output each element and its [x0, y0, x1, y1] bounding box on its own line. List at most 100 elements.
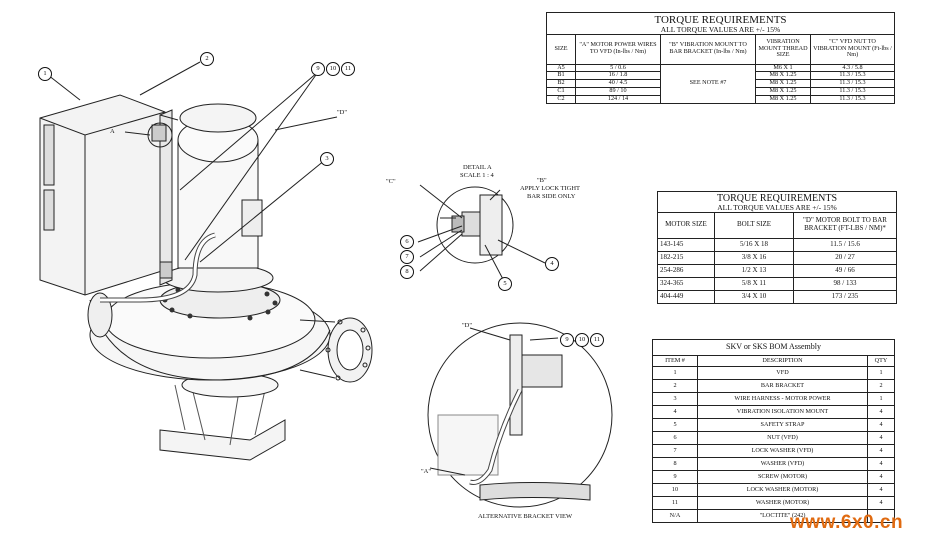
bom-title: SKV or SKS BOM Assembly	[652, 339, 895, 356]
cell: 5/16 X 18	[714, 237, 794, 252]
cell: N/A	[652, 509, 698, 523]
cell: 2	[652, 379, 698, 393]
cell: 3/8 X 16	[714, 250, 794, 265]
cell: WASHER (VFD)	[697, 457, 868, 471]
cell: 4	[867, 470, 895, 484]
torque-table-motor-title: TORQUE REQUIREMENTS	[716, 193, 838, 204]
col-header: "C" VFD NUT TO VIBRATION MOUNT (Ft-lbs /…	[810, 33, 895, 65]
cell-see-note: SEE NOTE #7	[660, 63, 756, 104]
cell: 7	[652, 444, 698, 458]
cell: 182-215	[657, 250, 715, 265]
pump-assembly-drawing	[39, 61, 373, 461]
bom-table: SKV or SKS BOM Assembly ITEM # DESCRIPTI…	[652, 339, 895, 523]
torque-table-motor-subtitle: ALL TORQUE VALUES ARE +/- 15%	[717, 203, 837, 212]
callout-balloon-3: 3	[320, 152, 334, 166]
cell: 20 / 27	[793, 250, 897, 265]
alt-balloon-10: 10	[575, 333, 589, 347]
detail-a-drawing	[417, 184, 546, 284]
detail-b-label: "B"	[537, 177, 547, 184]
cell: 1	[652, 366, 698, 380]
cell: SAFETY STRAP	[697, 418, 868, 432]
cell: 3/4 X 10	[714, 289, 794, 304]
col-header: "D" MOTOR BOLT TO BAR BRACKET (FT-LBS / …	[793, 211, 897, 239]
detail-a-title: DETAIL A	[463, 164, 492, 171]
alt-d-label: "D"	[462, 322, 473, 329]
table-row: C1 89 / 10 M8 X 1.25 11.3 / 15.3	[546, 86, 895, 96]
cell	[867, 509, 895, 523]
torque-table-vfd: TORQUE REQUIREMENTS ALL TORQUE VALUES AR…	[546, 12, 895, 104]
col-header: MOTOR SIZE	[657, 211, 715, 239]
alternative-bracket-drawing	[427, 322, 613, 508]
alt-a-label: "A"	[421, 468, 432, 475]
cell: BAR BRACKET	[697, 379, 868, 393]
cell: 10	[652, 483, 698, 497]
cell: 6	[652, 431, 698, 445]
watermark-text: www.6x0.cn	[790, 512, 904, 533]
callout-balloon-1: 1	[38, 67, 52, 81]
cell: VIBRATION ISOLATION MOUNT	[697, 405, 868, 419]
alt-balloon-9: 9	[560, 333, 574, 347]
col-header: DESCRIPTION	[697, 355, 868, 367]
cell: 4	[867, 444, 895, 458]
callout-a-label: A	[110, 128, 115, 135]
cell: C2	[546, 94, 576, 104]
cell: 254-286	[657, 263, 715, 278]
cell: 324-365	[657, 276, 715, 291]
col-header: ITEM #	[652, 355, 698, 367]
cell: 4	[867, 457, 895, 471]
col-header: "A" MOTOR POWER WIRES TO VFD (In-lbs / N…	[575, 33, 661, 65]
torque-table-motor-bolt: TORQUE REQUIREMENTS ALL TORQUE VALUES AR…	[657, 191, 897, 304]
alt-balloon-11: 11	[590, 333, 604, 347]
cell: 49 / 66	[793, 263, 897, 278]
torque-table-vfd-subtitle: ALL TORQUE VALUES ARE +/- 15%	[660, 25, 781, 34]
col-header: BOLT SIZE	[714, 211, 794, 239]
cell: SCREW (MOTOR)	[697, 470, 868, 484]
callout-balloon-2: 2	[200, 52, 214, 66]
cell: 11.5 / 15.6	[793, 237, 897, 252]
cell: 143-145	[657, 237, 715, 252]
cell: WASHER (MOTOR)	[697, 496, 868, 510]
cell: 2	[867, 379, 895, 393]
cell: 3	[652, 392, 698, 406]
table-row: N/A"LOCTITE" (242)	[652, 509, 895, 523]
cell: 11	[652, 496, 698, 510]
cell: 4	[867, 405, 895, 419]
detail-balloon-7: 7	[400, 250, 414, 264]
cell: 404-449	[657, 289, 715, 304]
cell: 5/8 X 11	[714, 276, 794, 291]
cell: 4	[867, 483, 895, 497]
detail-a-scale: SCALE 1 : 4	[460, 172, 494, 179]
cell: 5	[652, 418, 698, 432]
cell: 124 / 14	[575, 94, 661, 104]
cell: 4	[867, 496, 895, 510]
cell: NUT (VFD)	[697, 431, 868, 445]
cell: 1	[867, 392, 895, 406]
detail-balloon-6: 6	[400, 235, 414, 249]
cell: 4	[652, 405, 698, 419]
cell: LOCK WASHER (MOTOR)	[697, 483, 868, 497]
col-header: SIZE	[546, 33, 576, 65]
cell: 4	[867, 431, 895, 445]
detail-balloon-8: 8	[400, 265, 414, 279]
cell: VFD	[697, 366, 868, 380]
cell: WIRE HARNESS - MOTOR POWER	[697, 392, 868, 406]
cell: 8	[652, 457, 698, 471]
cell: M8 X 1.25	[755, 94, 811, 104]
cell: 4	[867, 418, 895, 432]
col-header: VIBRATION MOUNT THREAD SIZE	[755, 33, 811, 65]
